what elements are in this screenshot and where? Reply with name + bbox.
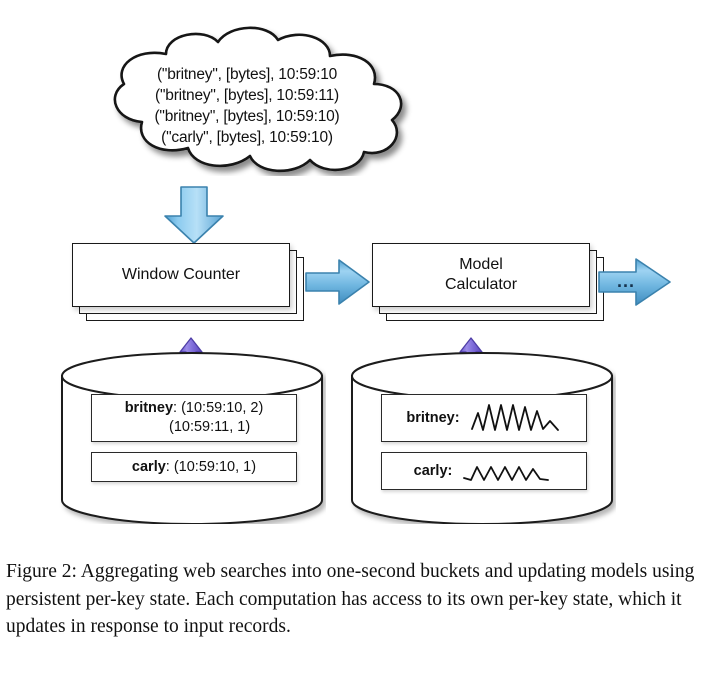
arrow-down-icon [164, 186, 224, 244]
stage-label: Window Counter [121, 266, 241, 283]
cloud-record-line: ("carly", [bytes], 10:59:10) [161, 129, 333, 146]
arrow-right-icon [305, 259, 370, 305]
stack-card-front[interactable]: Model Calculator [372, 243, 590, 307]
cloud-record-line: ("britney", [bytes], 10:59:10) [154, 108, 340, 125]
stage-label: Model Calculator [444, 256, 518, 293]
state-entry-key: carly: [413, 463, 453, 479]
cloud-shape-icon [113, 26, 403, 173]
arrow-right-continuation-icon [598, 258, 671, 306]
state-entry-value: : (10:59:10, 2) (10:59:11, 1) [169, 400, 264, 435]
figure-caption: Figure 2: Aggregating web searches into … [6, 558, 714, 641]
continuation-ellipsis: ... [616, 271, 635, 291]
stage-model-calculator[interactable]: Model Calculator [372, 243, 604, 321]
figure-diagram: ("britney", [bytes], 10:59:10 ("britney"… [58, 26, 671, 524]
cloud-record-list: ("britney", [bytes], 10:59:10 ("britney"… [62, 64, 432, 148]
state-entry[interactable]: carly: (10:59:10, 1) [91, 452, 297, 482]
stack-card-front[interactable]: Window Counter [72, 243, 290, 307]
stage-window-counter[interactable]: Window Counter [72, 243, 304, 321]
model-waveform-small-icon [463, 466, 550, 481]
state-store-window-counter: britney: (10:59:10, 2) (10:59:11, 1) car… [58, 352, 326, 524]
state-entry-text: britney: (10:59:10, 2) (10:59:11, 1) [125, 399, 264, 437]
state-entry[interactable]: carly: [381, 452, 587, 490]
model-waveform-large-icon [470, 404, 559, 431]
state-entry-key: britney [124, 400, 174, 416]
state-entry-key: britney: [406, 410, 460, 426]
state-entry[interactable]: britney: [381, 394, 587, 442]
state-entry[interactable]: britney: (10:59:10, 2) (10:59:11, 1) [91, 394, 297, 442]
state-store-model-calculator: britney: carly: [348, 352, 616, 524]
input-records-cloud: ("britney", [bytes], 10:59:10 ("britney"… [62, 26, 432, 176]
state-entry-value: : (10:59:10, 1) [165, 458, 257, 475]
figure-caption-text: Aggregating web searches into one-second… [6, 561, 695, 637]
cloud-record-line: ("britney", [bytes], 10:59:11) [155, 87, 339, 104]
state-entry-text: carly: (10:59:10, 1) [132, 458, 256, 477]
cloud-record-line: ("britney", [bytes], 10:59:10 [156, 66, 338, 83]
state-entry-key: carly [131, 458, 166, 475]
figure-caption-label: Figure 2: [6, 561, 77, 582]
